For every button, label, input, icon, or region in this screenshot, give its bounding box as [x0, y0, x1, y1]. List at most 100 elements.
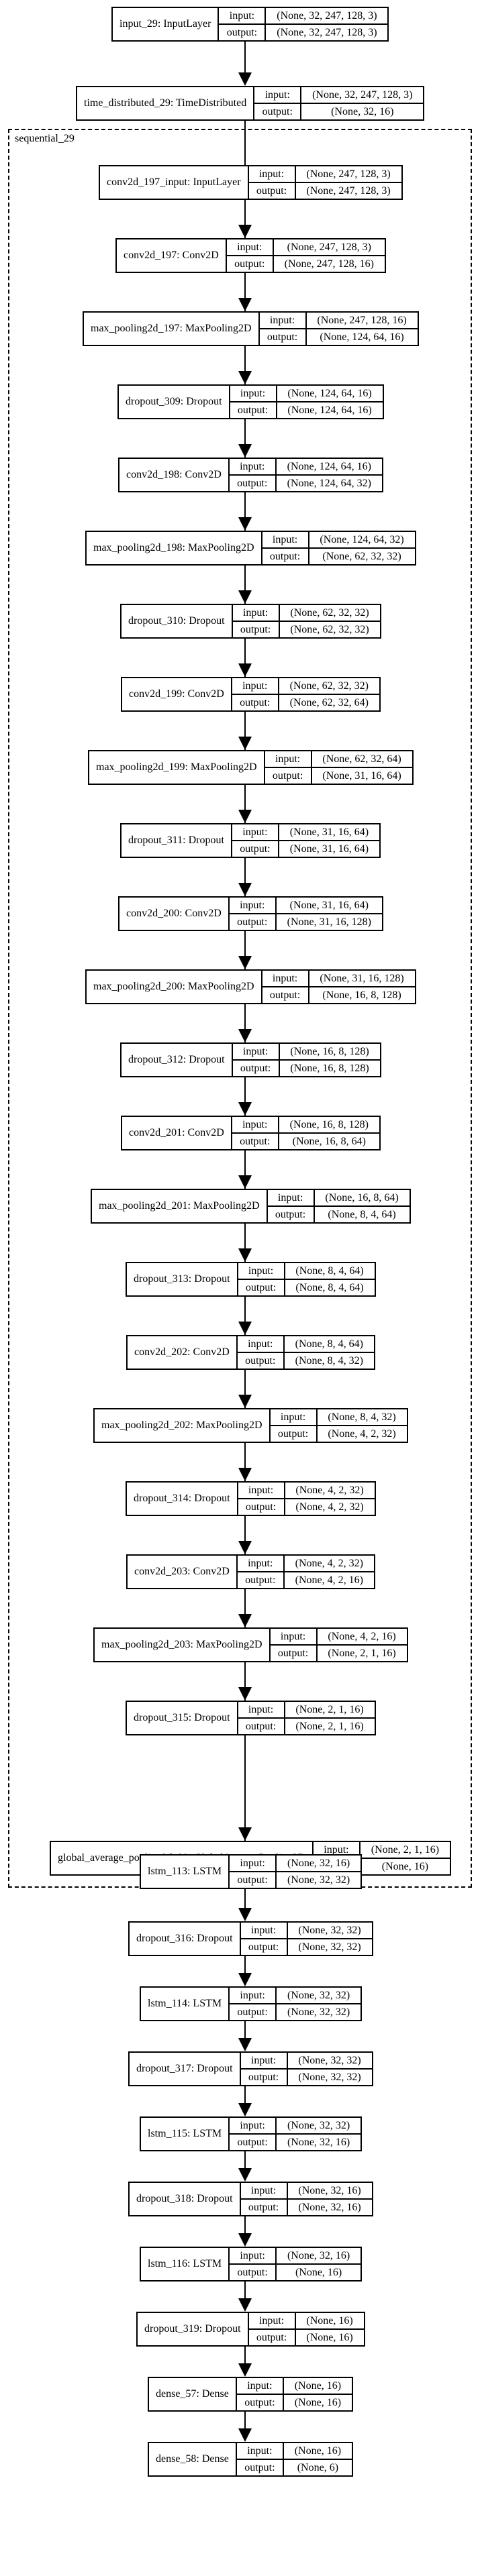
output-label: output:: [219, 25, 267, 40]
input-row: input:(None, 32, 16): [241, 2183, 372, 2198]
layer-io-table: input:(None, 247, 128, 3)output:(None, 2…: [248, 166, 401, 199]
output-row: output:(None, 62, 32, 64): [232, 694, 379, 710]
output-label: output:: [238, 1280, 285, 1295]
input-shape: (None, 4, 2, 16): [328, 1630, 396, 1642]
input-row: input:(None, 32, 16): [230, 2248, 361, 2263]
input-shape: (None, 4, 2, 32): [295, 1557, 363, 1569]
output-label: output:: [271, 1646, 318, 1661]
input-label: input:: [232, 824, 279, 840]
input-shape: (None, 4, 2, 32): [295, 1484, 364, 1496]
output-row: output:(None, 4, 2, 32): [270, 1425, 407, 1442]
layer-io-table: input: (None, 32, 247, 128, 3)output: (Non…: [254, 87, 424, 119]
input-label: input:: [254, 87, 302, 103]
output-row: output: (None, 16, 8, 128): [232, 1059, 380, 1076]
input-row: input:(None, 62, 32, 64): [265, 751, 412, 767]
output-shape: (None, 32, 32): [298, 1941, 361, 1953]
input-row: input: (None, 32, 247, 128, 3): [254, 87, 423, 103]
input-label: input:: [230, 1856, 277, 1871]
output-shape: (None, 16): [294, 2396, 342, 2408]
layer-io-table: input:(None, 8, 4, 32)output:(None, 4, 2…: [270, 1409, 407, 1442]
input-row: input:(None, 16): [237, 2378, 352, 2394]
output-label: output:: [237, 2395, 284, 2410]
output-row: output:(None, 8, 4, 64): [267, 1205, 410, 1222]
output-shape: (None, 32, 16): [287, 2136, 350, 2148]
input-row: input:(None, 32, 32): [230, 2118, 361, 2133]
input-label: input:: [238, 1556, 285, 1571]
output-label: output:: [237, 2460, 284, 2475]
output-row: output:(None, 124, 64, 16): [230, 401, 383, 418]
layer-io-table: input:(None, 62, 32, 32)output:(None, 62…: [232, 605, 380, 637]
input-row: input:(None, 32, 32): [230, 1988, 361, 2003]
output-shape: (None, 32, 32): [298, 2071, 361, 2083]
input-shape: (None, 31, 16, 64): [289, 899, 369, 911]
output-label: output:: [254, 104, 302, 119]
layer-name: conv2d_203: Conv2D: [128, 1556, 238, 1588]
layer-io-table: input:(None, 4, 2, 32)output:(None, 4, 2…: [237, 1556, 374, 1588]
output-shape: (None, 32, 16): [298, 2201, 361, 2213]
layer-io-table: input:(None, 16)output:(None, 6): [236, 2443, 352, 2475]
output-shape: (None, 16, 8, 128): [290, 1062, 369, 1074]
output-shape: (None, 31, 16, 64): [322, 769, 401, 782]
input-shape: (None, 32, 247, 128, 3): [312, 89, 413, 101]
input-label: input:: [314, 1842, 361, 1858]
input-shape: (None, 8, 4, 64): [295, 1338, 363, 1350]
input-row: input:(None, 32, 247, 128, 3): [219, 8, 387, 23]
input-label: input:: [230, 2248, 277, 2263]
output-label: output:: [233, 1061, 280, 1076]
layer-io-table: input:(None, 16)output:(None, 16): [248, 2313, 364, 2345]
output-shape: (None, 31, 16, 128): [287, 916, 371, 928]
input-label: input:: [232, 1117, 279, 1132]
output-shape: (None, 62, 32, 64): [289, 696, 369, 708]
layer-name: max_pooling2d_197: MaxPooling2D: [84, 313, 260, 345]
layer-io-table: input:(None, 62, 32, 32)output:(None, 62…: [232, 678, 379, 710]
layer-io-table: input:(None, 32, 16)output:(None, 16): [230, 2248, 361, 2280]
layer-name: conv2d_199: Conv2D: [122, 678, 232, 710]
output-label: output:: [238, 1353, 285, 1368]
input-shape: (None, 32, 32): [298, 1924, 361, 1936]
output-label: output:: [230, 2004, 277, 2020]
input-label: input:: [230, 2118, 277, 2133]
input-label: input:: [262, 971, 309, 986]
layer-name: max_pooling2d_202: MaxPooling2D: [95, 1409, 271, 1442]
input-label: input:: [238, 1483, 285, 1498]
output-label: output:: [241, 2200, 288, 2215]
input-row: input:(None, 16): [249, 2313, 364, 2328]
layer-name: lstm_113: LSTM: [141, 1856, 230, 1888]
input-shape: (None, 32, 32): [287, 1989, 350, 2001]
output-shape: (None, 8, 4, 32): [295, 1354, 363, 1366]
layer-io-table: input:(None, 16, 8, 64)output:(None, 8, …: [267, 1190, 410, 1222]
input-shape: (None, 31, 16, 64): [289, 826, 369, 838]
input-shape: (None, 31, 16, 128): [320, 972, 404, 984]
layer-name: lstm_115: LSTM: [141, 2118, 230, 2150]
layer-io-table: input:(None, 31, 16, 64)output:(None, 31…: [232, 824, 379, 857]
layer-name: conv2d_202: Conv2D: [128, 1336, 238, 1368]
layer-name: max_pooling2d_198: MaxPooling2D: [87, 532, 262, 564]
output-label: output:: [260, 329, 307, 345]
input-row: input:(None, 2, 1, 16): [314, 1842, 450, 1858]
layer-io-table: input:(None, 32, 16)output:(None, 32, 32…: [230, 1856, 361, 1888]
input-row: input:(None, 124, 64, 16): [230, 386, 383, 401]
input-row: input:(None, 8, 4, 64): [238, 1336, 374, 1352]
output-row: output:(None, 124, 64, 16): [259, 328, 418, 345]
layer-io-table: input:(None, 8, 4, 64)output: (None, 8, 4…: [237, 1336, 374, 1368]
input-row: input:(None, 31, 16, 64): [230, 898, 382, 913]
input-label: input:: [238, 1263, 285, 1279]
layer-name: conv2d_197_input: InputLayer: [100, 166, 249, 199]
input-label: input:: [241, 2053, 288, 2068]
input-shape: (None, 247, 128, 3): [287, 241, 371, 253]
input-shape: (None, 16): [294, 2445, 342, 2457]
output-shape: (None, 16): [295, 2266, 342, 2278]
output-shape: (None, 8, 4, 64): [328, 1208, 396, 1220]
